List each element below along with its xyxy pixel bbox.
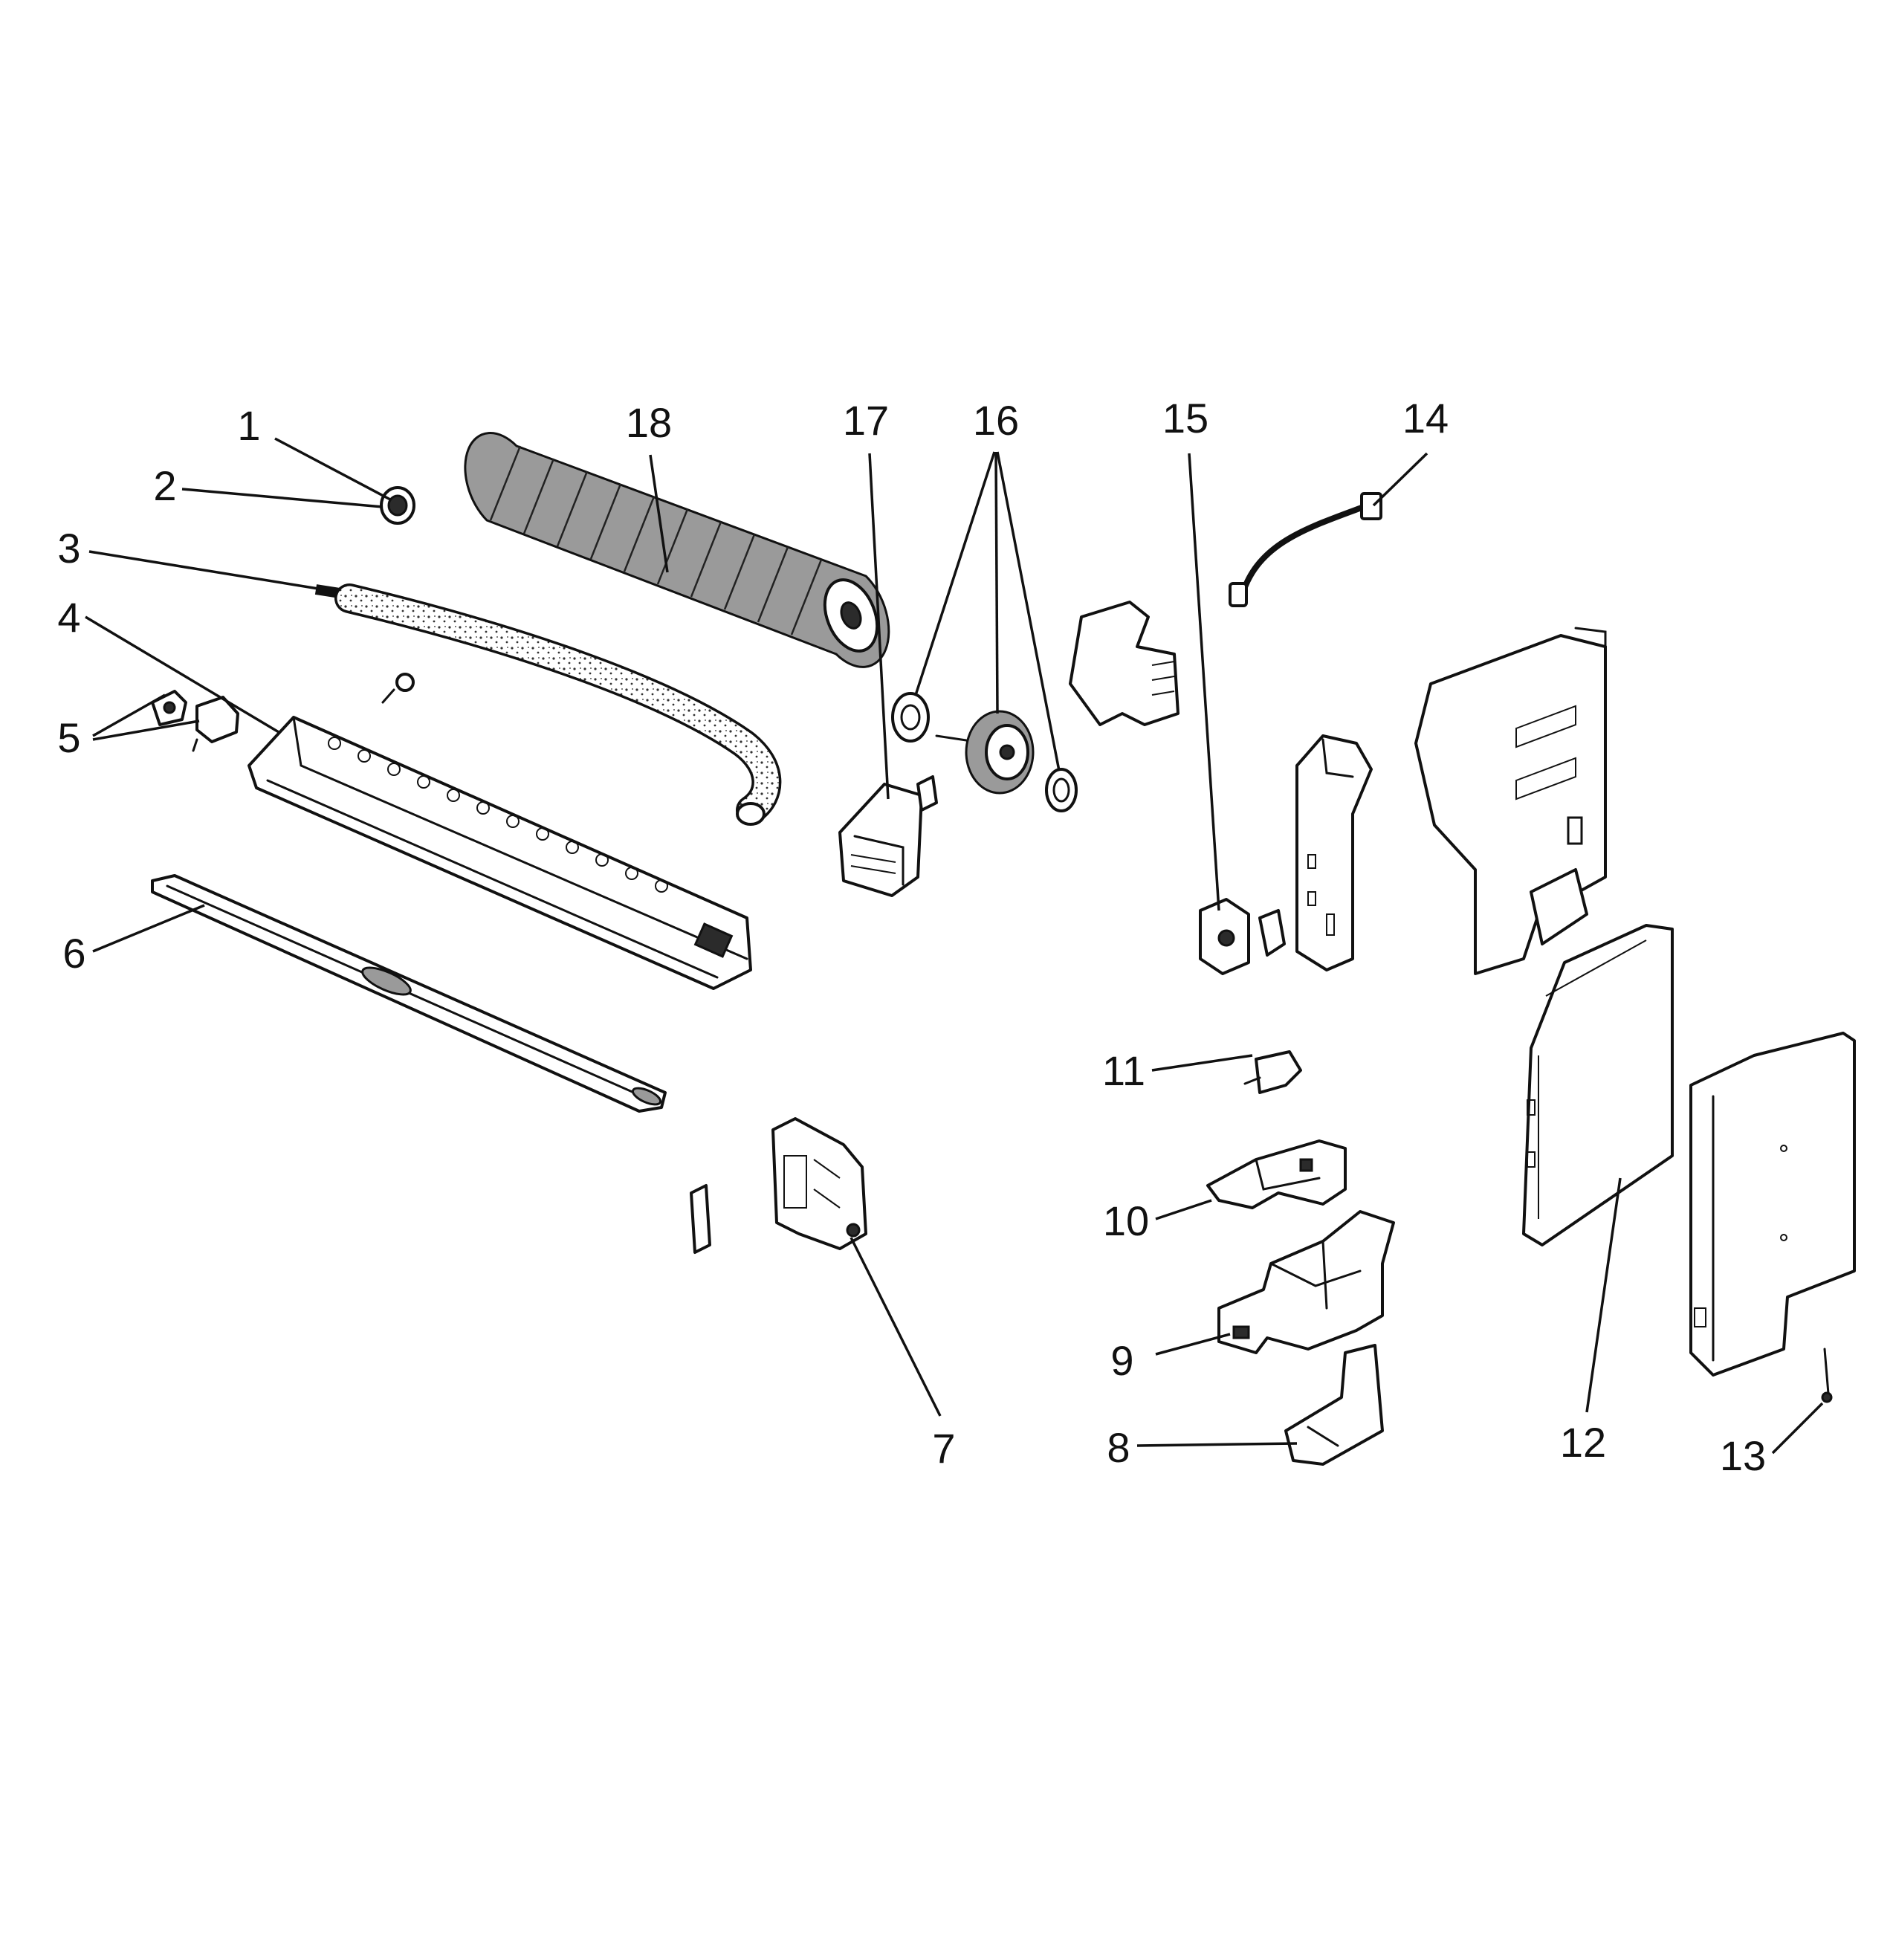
- callout-1: 1: [237, 402, 260, 449]
- leader-5b: [92, 719, 200, 741]
- callout-labels: 1 2 3 4 5 6 7 8 9 10 11 12 13 14 15 16 1…: [57, 395, 1766, 1479]
- part-16-fan-motor: [891, 692, 1078, 812]
- part-9-support-bracket: [1217, 1210, 1395, 1354]
- callout-3: 3: [57, 525, 80, 572]
- part-3-drain-hose: [314, 583, 782, 826]
- part-8-mount-bracket: [1284, 1344, 1384, 1466]
- callout-18: 18: [626, 399, 672, 446]
- callout-15: 15: [1162, 395, 1208, 442]
- callout-7: 7: [932, 1425, 955, 1472]
- leader-18: [649, 454, 669, 573]
- leader-14: [1372, 452, 1428, 507]
- motor-clamp: [1069, 601, 1180, 726]
- leader-7: [850, 1237, 942, 1417]
- leader-8: [1136, 1442, 1298, 1447]
- leader-15: [1188, 453, 1220, 911]
- leader-10: [1155, 1199, 1212, 1220]
- part-7-motor-mount: [690, 1117, 867, 1254]
- callout-8: 8: [1107, 1424, 1130, 1471]
- screw-icon: [381, 673, 415, 704]
- part-13-thermistor: [1821, 1348, 1833, 1403]
- callout-9: 9: [1110, 1337, 1133, 1384]
- electrical-box: [1414, 627, 1607, 975]
- callout-6: 6: [62, 930, 85, 977]
- callout-10: 10: [1103, 1197, 1149, 1244]
- leader-16b: [994, 451, 999, 714]
- leader-17: [868, 453, 890, 800]
- part-10-bracket: [1206, 1139, 1347, 1209]
- leader-16c: [996, 451, 1061, 772]
- part-15-terminal-block: [1199, 898, 1286, 975]
- part-6-louver: [151, 874, 667, 1113]
- leader-9: [1155, 1333, 1231, 1356]
- callout-17: 17: [843, 397, 889, 444]
- callout-4: 4: [57, 594, 80, 641]
- part-17-motor-bracket: [838, 775, 938, 897]
- part-11-connector: [1243, 1050, 1302, 1094]
- callout-16: 16: [973, 397, 1019, 444]
- part-5-clips: [151, 690, 239, 752]
- part-12-pcb-panel: [1522, 924, 1674, 1246]
- part-14-sensor-wire: [1229, 492, 1382, 607]
- leader-5a: [92, 693, 166, 737]
- callout-5: 5: [57, 714, 80, 761]
- leader-lines: [85, 437, 1824, 1455]
- leader-6: [92, 904, 205, 953]
- callout-13: 13: [1720, 1432, 1766, 1479]
- leader-2: [181, 488, 384, 508]
- leader-16a: [914, 451, 996, 696]
- leader-11: [1151, 1054, 1253, 1072]
- leader-4: [85, 615, 279, 734]
- callout-2: 2: [153, 462, 176, 509]
- part-18-blower-wheel: [464, 432, 890, 668]
- callout-12: 12: [1560, 1419, 1606, 1466]
- leader-3: [88, 550, 319, 590]
- leader-1: [274, 437, 391, 501]
- side-cover: [1689, 1032, 1856, 1377]
- callout-14: 14: [1402, 395, 1449, 442]
- part-4-drain-pan: [247, 716, 752, 990]
- part-1-2-bearing: [380, 486, 415, 525]
- callout-11: 11: [1102, 1047, 1145, 1094]
- leader-13: [1771, 1402, 1824, 1455]
- control-box-cover: [1295, 734, 1373, 971]
- leader-12: [1585, 1177, 1622, 1413]
